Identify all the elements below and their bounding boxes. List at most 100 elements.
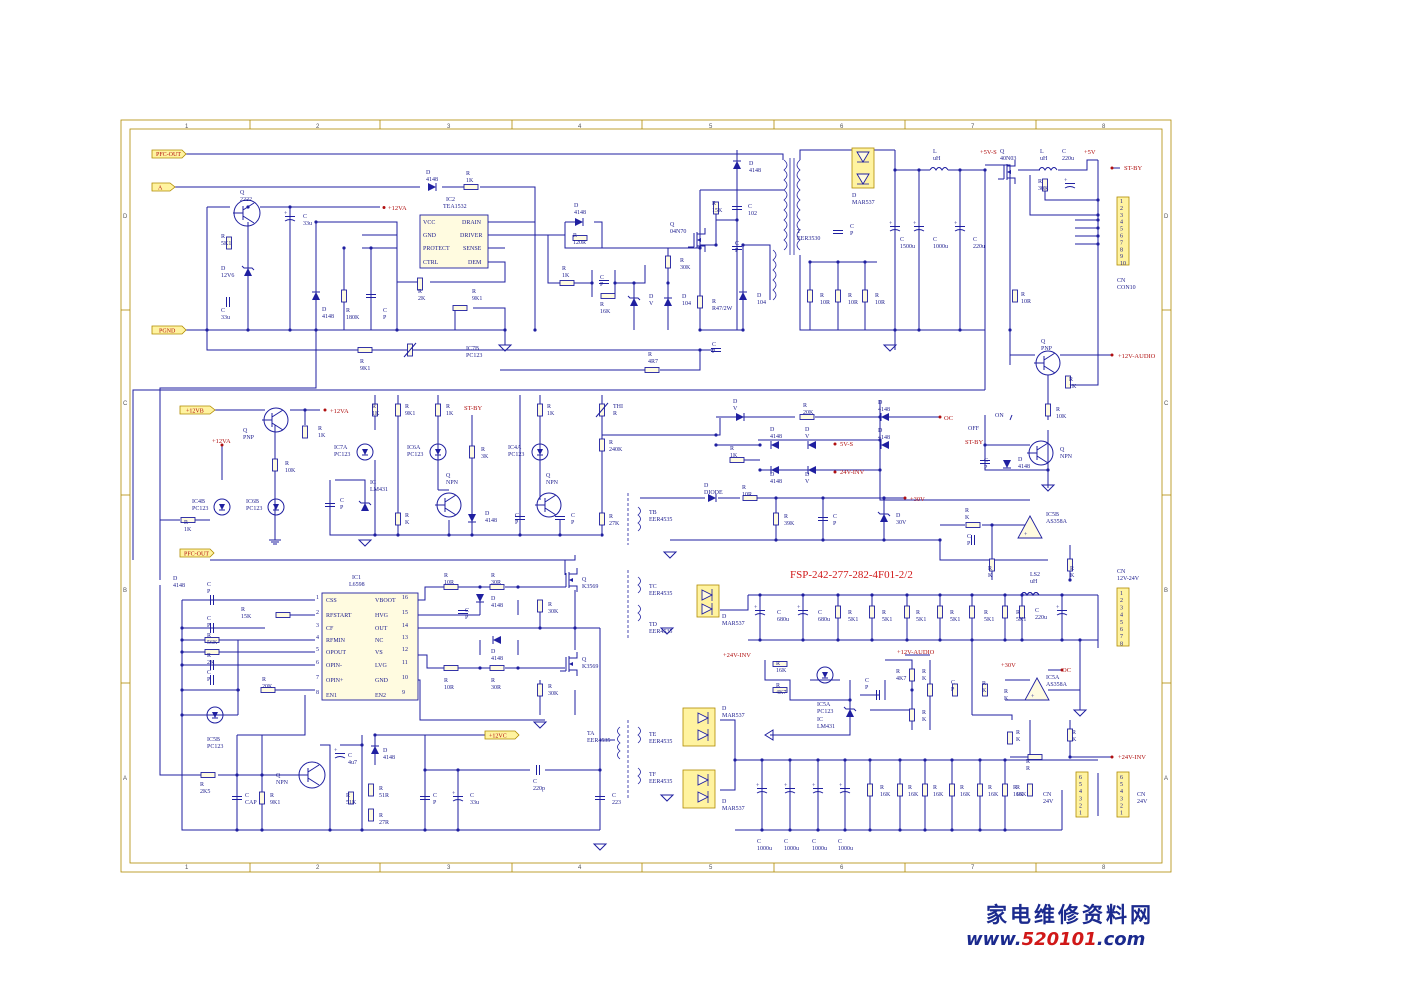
capacitor	[515, 516, 525, 520]
component-ref: L	[1040, 149, 1044, 155]
diode	[1003, 460, 1011, 469]
component-ref: R	[444, 573, 448, 579]
resistor	[927, 683, 933, 697]
component-ref: R	[922, 669, 926, 675]
component-ref: TA	[587, 731, 595, 737]
resistor	[1002, 783, 1008, 797]
component-ref: D	[770, 472, 775, 478]
component-ref: R	[446, 404, 450, 410]
svg-text:+30V: +30V	[1001, 662, 1016, 669]
component-ref: D	[722, 799, 727, 805]
component-value: R	[613, 411, 617, 417]
component-value: 102	[748, 211, 757, 217]
connector-pin: 3	[1120, 796, 1123, 802]
zener-diode	[627, 295, 641, 306]
resistor	[537, 403, 543, 417]
component-ref: D	[491, 649, 496, 655]
svg-text:VCC: VCC	[423, 220, 435, 226]
component-value: PC123	[334, 452, 350, 458]
component-ref: R	[712, 299, 716, 305]
resistor	[600, 293, 616, 299]
component-ref: R	[262, 677, 266, 683]
component-ref: C	[470, 793, 474, 799]
svg-text:+: +	[889, 221, 893, 227]
mosfet	[560, 568, 578, 592]
component-ref: R	[933, 785, 937, 791]
component-ref: D	[770, 427, 775, 433]
component-value: 120R	[573, 240, 586, 246]
component-value: 5K1	[916, 617, 926, 623]
component-value: 4R7	[648, 359, 658, 365]
resistor	[965, 522, 981, 528]
component-value: 223	[612, 800, 621, 806]
component-value: 220u	[1062, 156, 1074, 162]
ic1-pin-number: 15	[402, 610, 408, 616]
svg-text:CN: CN	[1117, 278, 1126, 284]
component-ref: R	[221, 234, 225, 240]
svg-text:PGND: PGND	[159, 329, 176, 335]
optocoupler	[206, 706, 224, 724]
connector-pin: 1	[1120, 591, 1123, 597]
component-value: 16K	[776, 668, 787, 674]
zener-diode	[241, 265, 255, 276]
resistor	[489, 584, 505, 590]
ground-symbol	[497, 344, 513, 352]
ic1-pin-name: GND	[375, 678, 389, 684]
component-ref: R	[444, 678, 448, 684]
column-label: 6	[840, 865, 844, 871]
component-ref: R	[922, 710, 926, 716]
ic1-pin-name: EN1	[326, 693, 337, 699]
component-ref: C	[973, 237, 977, 243]
svg-text:ST-BY: ST-BY	[464, 405, 482, 412]
component-ref: C	[433, 793, 437, 799]
component-value: NPN	[446, 480, 459, 486]
component-ref: C	[933, 237, 937, 243]
svg-text:OC: OC	[1062, 667, 1071, 674]
component-value: 2222	[240, 197, 252, 203]
component-ref: R	[730, 446, 734, 452]
component-value: 10R	[444, 580, 454, 586]
component-ref: IC5B	[1046, 512, 1059, 518]
component-value: K3569	[582, 584, 598, 590]
resistor	[259, 791, 265, 805]
component-value: 10R	[820, 300, 830, 306]
label: T	[797, 229, 801, 235]
capacitor	[232, 796, 242, 800]
component-value: R	[1026, 766, 1030, 772]
resistor	[200, 772, 216, 778]
diode	[312, 291, 320, 300]
component-ref: D	[878, 428, 883, 434]
capacitor	[876, 690, 880, 700]
component-ref: Q	[446, 473, 451, 479]
component-value: 104	[682, 301, 691, 307]
component-ref: R	[609, 440, 613, 446]
resistor	[869, 605, 875, 619]
component-ref: TC	[649, 584, 657, 590]
component-value: EER4535	[649, 629, 672, 635]
component-value: EER4535	[587, 738, 610, 744]
diode	[733, 160, 741, 169]
resistor	[772, 687, 788, 693]
component-labels: Q2222C33uR5K1D12V6C33uD4148R1KD4148R180K…	[173, 149, 1077, 852]
thermistor	[595, 402, 609, 418]
resistor	[272, 458, 278, 472]
component-ref: R	[405, 513, 409, 519]
component-value: PNP	[1041, 346, 1053, 352]
component-value: K3569	[582, 664, 598, 670]
resistor	[537, 599, 543, 613]
ic1-pin-name: VS	[375, 650, 383, 656]
ic1-pin-number: 12	[402, 647, 408, 653]
component-value: AS358A	[1046, 682, 1068, 688]
component-ref: R	[896, 669, 900, 675]
inductor	[929, 167, 949, 171]
component-ref: C	[967, 534, 971, 540]
row-label: A	[123, 776, 127, 782]
component-ref: Q	[276, 773, 281, 779]
ic1-pin-number: 3	[316, 623, 319, 629]
component-value: 4148	[749, 168, 761, 174]
resistor	[1067, 728, 1073, 742]
svg-text:5V-S: 5V-S	[840, 441, 854, 448]
capacitor	[971, 535, 975, 545]
